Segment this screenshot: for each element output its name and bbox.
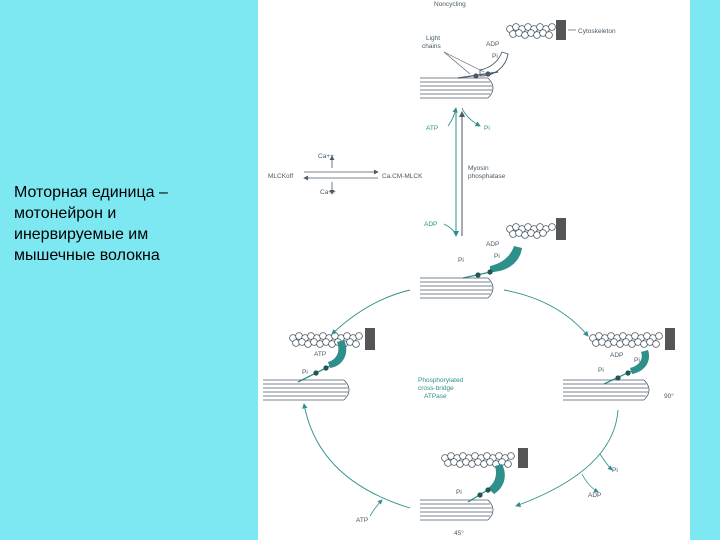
atp-label-bottom: ATP	[356, 517, 368, 524]
angle-45-label: 45°	[454, 529, 464, 537]
myosin-phosphatase-label-2: phosphatase	[468, 173, 506, 180]
atp-label-left-state: ATP	[314, 351, 326, 358]
pi-label-top: Pi	[492, 53, 498, 60]
diagram-panel: Noncycling Cytoskeleton Light chains ADP…	[258, 0, 690, 540]
cycle-arrow-top-left	[331, 289, 411, 335]
cycle-arrow-bottom-right	[515, 409, 619, 507]
adp-label-release: ADP	[588, 492, 601, 499]
cycle-arrow-top-right	[503, 289, 589, 337]
caption-line-3: инервируемые им	[14, 226, 149, 243]
adp-label-lower: ADP	[424, 221, 437, 228]
pi-label-upper: Pi	[484, 125, 490, 132]
ca-label-up: Ca++	[318, 153, 334, 160]
center-label-1: Phosphorylated	[418, 377, 464, 384]
crossbridge-state-right	[563, 328, 675, 401]
crossbridge-state-top	[420, 218, 566, 299]
adp-label-right-state: ADP	[610, 352, 623, 359]
cycle-arrow-bottom-left	[302, 403, 411, 509]
light-chain-dot	[485, 71, 491, 77]
pi-label-bottom-state: Pi	[456, 489, 462, 496]
noncycling-label: Noncycling	[434, 1, 466, 8]
crossbridge-cycle-diagram: Noncycling Cytoskeleton Light chains ADP…	[263, 1, 675, 537]
angle-90-label: 90°	[664, 392, 674, 400]
cytoskeleton-label: Cytoskeleton	[578, 28, 616, 35]
adp-label-top: ADP	[486, 41, 499, 48]
pi-label-state1: Pi	[494, 253, 500, 260]
caption-line-2: мотонейрон и	[14, 205, 117, 222]
thick-filament-top	[420, 77, 494, 99]
center-label-3: ATPase	[424, 393, 447, 400]
atp-label-upper: ATP	[426, 125, 438, 132]
light-chain-dot	[473, 73, 479, 79]
mlck-off-label: MLCKoff	[268, 173, 293, 180]
actin-filament-top	[506, 23, 556, 39]
crossbridge-state-bottom	[420, 448, 528, 521]
caption: Моторная единица – мотонейрон и инервиру…	[14, 182, 250, 266]
light-chains-label-1: Light	[426, 35, 440, 42]
ca-cm-mlck-label: Ca.CM-MLCK	[382, 173, 423, 180]
ca-label-down: Ca++	[320, 189, 336, 196]
caption-line-4: мышечные волокна	[14, 247, 160, 264]
center-label-2: cross-bridge	[418, 385, 454, 392]
pi-label-release: Pi	[612, 467, 618, 474]
pi-label-left-state: Pi	[302, 369, 308, 376]
cytoskeleton-block	[556, 20, 566, 40]
caption-line-1: Моторная единица –	[14, 184, 168, 201]
pi-label-right-state: Pi	[634, 357, 640, 364]
myosin-phosphatase-label-1: Myosin	[468, 165, 489, 172]
light-chains-label-2: chains	[422, 43, 442, 50]
pi-label-state1-left: Pi	[458, 257, 464, 264]
crossbridge-state-left	[263, 328, 375, 401]
pi-label-right-state-left: Pi	[598, 367, 604, 374]
adp-label-state1: ADP	[486, 241, 499, 248]
